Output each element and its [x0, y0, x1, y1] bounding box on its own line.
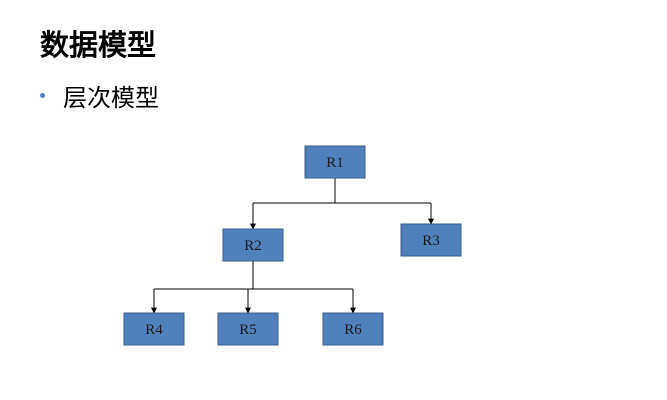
node-r6: R6 [322, 312, 384, 346]
slide-title: 数据模型 [40, 28, 157, 62]
node-r3: R3 [400, 223, 462, 257]
node-label-r6: R6 [344, 322, 362, 338]
node-box-r2 [222, 228, 284, 262]
node-box-r5 [217, 312, 279, 346]
node-r5: R5 [217, 312, 279, 346]
node-r4: R4 [123, 312, 185, 346]
bullet-text: 层次模型 [63, 84, 159, 112]
node-box-r4 [123, 312, 185, 346]
node-label-r5: R5 [239, 322, 257, 338]
node-label-r3: R3 [422, 233, 440, 249]
node-r1: R1 [304, 145, 366, 179]
node-box-r6 [322, 312, 384, 346]
bullet-item: 层次模型 [40, 78, 159, 113]
node-label-r2: R2 [244, 238, 262, 254]
node-box-r3 [400, 223, 462, 257]
node-label-r1: R1 [326, 155, 344, 171]
node-box-r1 [304, 145, 366, 179]
node-label-r4: R4 [145, 322, 163, 338]
node-r2: R2 [222, 228, 284, 262]
bullet-dot-icon [40, 93, 45, 98]
